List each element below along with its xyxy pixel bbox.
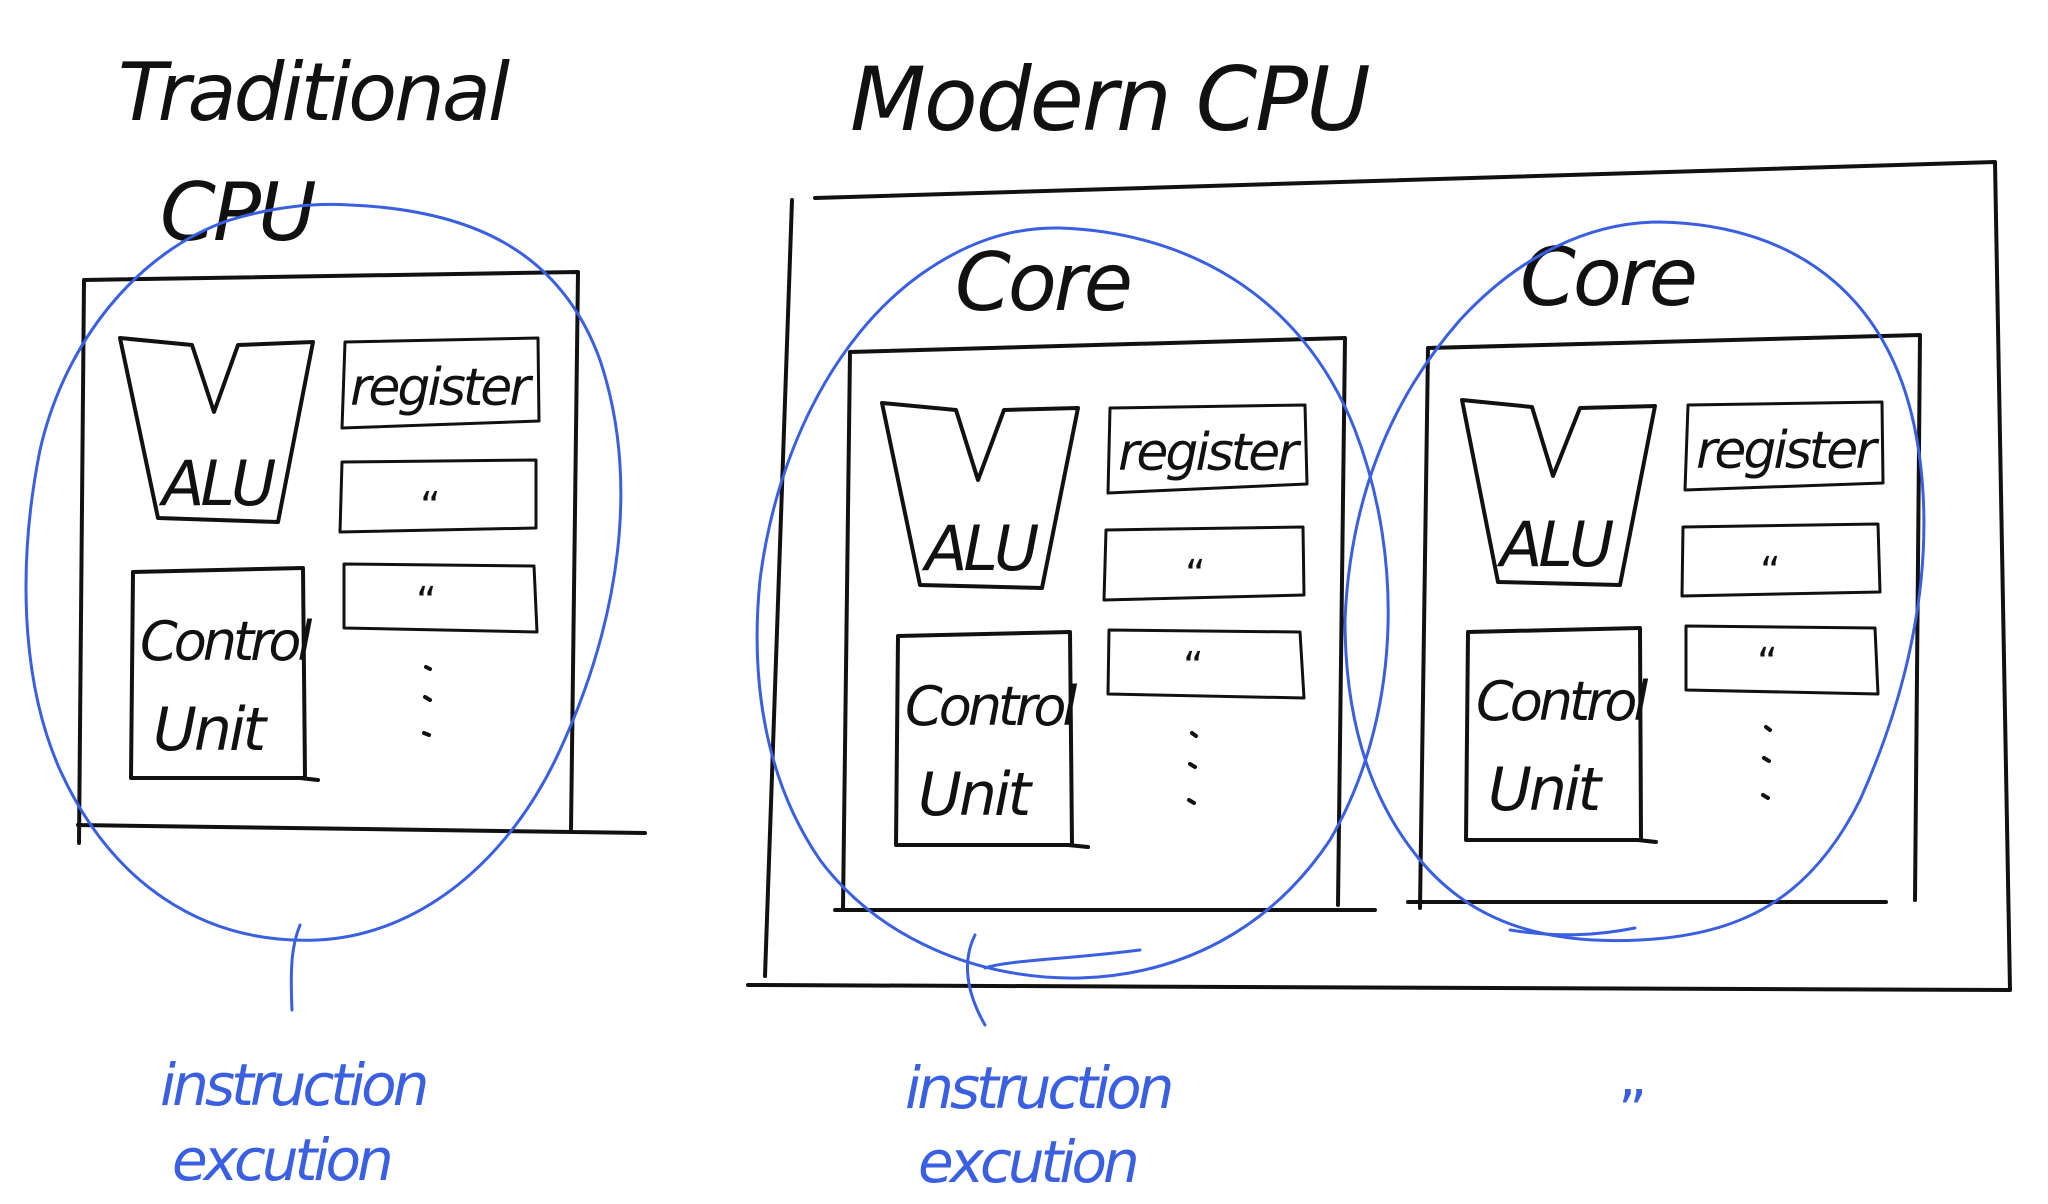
traditional-register-box-3 <box>342 562 539 634</box>
traditional-execution-outline <box>24 202 623 942</box>
core-1-register-box-2 <box>1102 525 1306 602</box>
traditional-annotation-brace <box>289 923 302 1012</box>
traditional-annotation-line2: excution <box>172 1126 390 1194</box>
traditional-control-unit-line1: Control <box>140 610 312 673</box>
core-1-register-ellipsis <box>1187 731 1198 805</box>
core-1-control-unit-box <box>894 630 1090 849</box>
core-2-alu-shape <box>1460 398 1657 587</box>
traditional-control-unit-box <box>129 566 320 782</box>
core-2-control-unit-line1: Control <box>1476 670 1648 733</box>
core-2-register-label: register <box>1696 421 1880 481</box>
traditional-register-box <box>340 336 541 430</box>
modern-cpu-box <box>746 160 2012 992</box>
core-2-register-box-3 <box>1684 624 1880 696</box>
traditional-cpu-box <box>76 270 647 845</box>
modern-annotation-ditto: ” <box>1618 1079 1647 1144</box>
core-1-register-box-3 <box>1106 628 1306 700</box>
core-2-annotation-brace <box>1508 926 1637 937</box>
traditional-title-line2: CPU <box>160 166 316 259</box>
core-2-register-ellipsis <box>1761 725 1772 800</box>
traditional-title-line1: Traditional <box>118 46 510 139</box>
traditional-register-box-2 <box>338 458 538 534</box>
core-2-box <box>1406 333 1922 910</box>
modern-title: Modern CPU <box>850 48 1369 151</box>
core-2-register-box-2 <box>1680 522 1882 598</box>
core-2-register-ditto-2: “ <box>1757 640 1778 686</box>
core-1-control-unit-line1: Control <box>905 675 1077 738</box>
core-1: Core ALU register “ “ Control Unit <box>755 226 1390 1027</box>
modern-annotation-line2: excution <box>918 1128 1136 1196</box>
core-2-control-unit-line2: Unit <box>1488 755 1604 825</box>
traditional-alu-label: ALU <box>158 447 276 520</box>
core-1-execution-outline <box>755 226 1390 980</box>
core-2-control-unit-box <box>1464 626 1658 844</box>
core-2-execution-outline <box>1343 220 1926 943</box>
traditional-register-label: register <box>350 358 534 418</box>
traditional-annotation-line1: instruction <box>160 1051 426 1119</box>
modern-cpu: Modern CPU Core ALU register “ “ Control… <box>746 48 2012 1196</box>
modern-annotation-line1: instruction <box>905 1054 1171 1122</box>
traditional-register-ellipsis <box>422 665 432 737</box>
core-2-alu-label: ALU <box>1496 508 1614 581</box>
core-2-register-box <box>1683 400 1885 492</box>
core-1-label: Core <box>955 236 1130 329</box>
core-1-annotation-brace <box>966 933 1142 1027</box>
core-2: Core ALU register “ “ Control Unit <box>1343 220 1926 943</box>
core-1-register-ditto-1: “ <box>1185 552 1206 598</box>
core-1-alu-shape <box>880 401 1080 590</box>
core-1-box <box>833 336 1377 912</box>
traditional-register-ditto-2: “ <box>416 579 437 625</box>
traditional-cpu: Traditional CPU ALU register “ “ Control… <box>24 46 647 1194</box>
core-1-control-unit-line2: Unit <box>918 760 1034 830</box>
core-2-label: Core <box>1520 231 1695 324</box>
core-1-register-box <box>1106 403 1309 495</box>
traditional-control-unit-line2: Unit <box>153 695 269 765</box>
traditional-alu-shape <box>118 336 315 524</box>
core-1-alu-label: ALU <box>921 512 1039 585</box>
traditional-register-ditto-1: “ <box>420 484 441 530</box>
core-1-register-label: register <box>1118 423 1302 483</box>
core-1-register-ditto-2: “ <box>1183 644 1204 690</box>
core-2-register-ditto-1: “ <box>1760 549 1781 595</box>
